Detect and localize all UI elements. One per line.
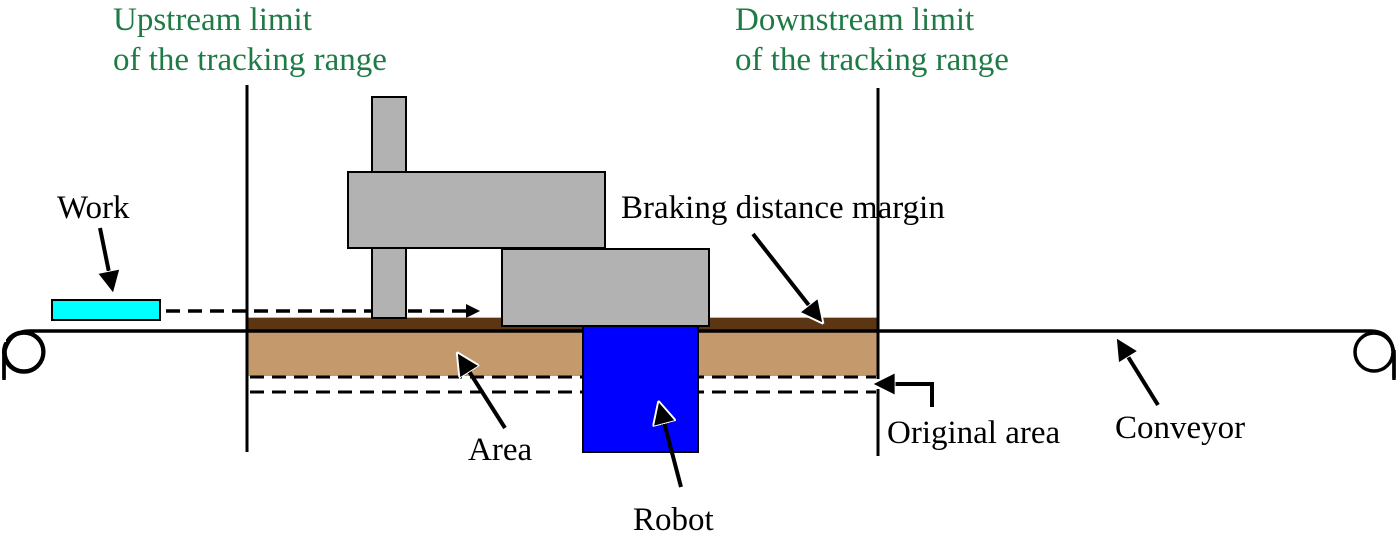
right-roller-icon [1353,331,1395,373]
downstream-limit-label-line2: of the tracking range [735,42,1009,78]
area-label-arrow [458,354,507,430]
area-region [248,330,878,376]
work-piece [51,299,161,321]
braking-margin-label: Braking distance margin [621,190,945,226]
robot-arm-lower-link [501,248,710,327]
left-roller-icon [3,331,45,373]
robot-body [582,325,699,453]
robot-label-arrow [659,403,683,488]
work-travel-arrowhead-icon [466,304,480,318]
upstream-limit-label-line1: Upstream limit [113,2,312,38]
conveyor-label-arrow [1117,339,1160,407]
conveyor-label: Conveyor [1115,410,1245,446]
downstream-limit-label-line1: Downstream limit [735,2,974,38]
work-label-arrow [100,227,113,292]
original-area-label: Original area [887,415,1061,451]
area-label: Area [468,432,532,468]
robot-label: Robot [633,502,714,538]
upstream-limit-label-line2: of the tracking range [113,42,387,78]
original-area-label-arrow [874,384,934,407]
robot-arm-upper-link [347,171,606,249]
braking-label-arrow [751,232,822,322]
work-label: Work [57,190,130,226]
